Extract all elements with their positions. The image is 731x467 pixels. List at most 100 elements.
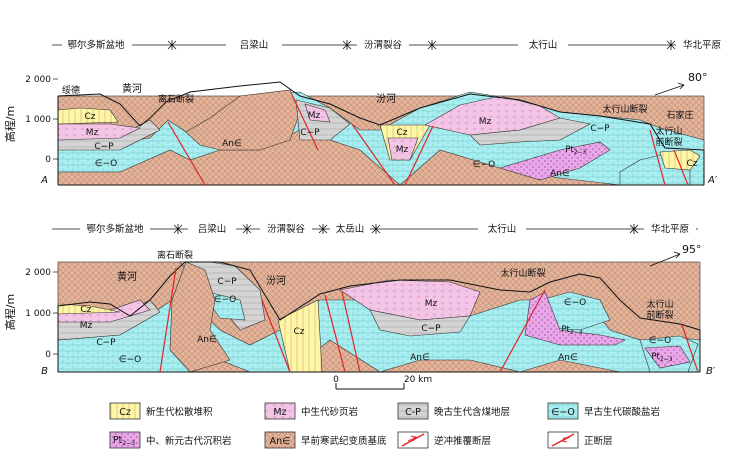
unit-label: Cz xyxy=(396,128,407,138)
region-label: 汾渭裂谷 xyxy=(364,39,403,51)
legend-symbol: An∈ xyxy=(270,436,291,447)
thrust-fault-symbol xyxy=(401,433,425,447)
unit-label: ∈−O xyxy=(119,355,141,365)
legend-text: 早前寒武纪变质基底 xyxy=(301,435,387,447)
north-arrow xyxy=(649,251,681,267)
unit-label: Cz xyxy=(84,112,95,122)
place-label: 黄河 xyxy=(117,270,137,283)
unit-label: C−P xyxy=(300,128,320,138)
legend-item-cz: Cz 新生代松散堆积 xyxy=(109,402,213,420)
unit-label: Mz xyxy=(80,321,93,331)
legend-item-eo: ∈−O 早古生代碳酸盐岩 xyxy=(547,402,660,420)
legend-text: 新生代松散堆积 xyxy=(146,406,213,418)
legend-item-an: An∈ 早前寒武纪变质基底 xyxy=(264,431,387,449)
unit-label: ∈−O xyxy=(95,159,117,169)
section-end-label: A′ xyxy=(707,175,718,186)
axis-title: 高程/m xyxy=(3,294,17,330)
legend-text: 中生代砂页岩 xyxy=(301,406,358,418)
tick-label: 2 000 xyxy=(25,268,51,278)
legend-text: 早古生代碳酸盐岩 xyxy=(584,406,660,418)
region-label: 鄂尔多斯盆地 xyxy=(67,39,125,51)
region-label: 华北平原 xyxy=(651,223,689,235)
section-b-region-strip: 鄂尔多斯盆地 吕梁山 汾渭裂谷 太岳山 太行山 华北平原 xyxy=(52,221,698,235)
tick-label: 0 xyxy=(45,350,51,360)
place-label: 绥德 xyxy=(62,84,80,96)
unit-label: Cz xyxy=(80,305,91,315)
region-label: 吕梁山 xyxy=(198,223,227,235)
legend-item-cp: C-P 晚古生代含煤地层 xyxy=(397,402,510,420)
unit-label: Mz xyxy=(396,145,409,155)
place-label: 太行山断裂 xyxy=(602,103,647,115)
place-label: 太行山 xyxy=(655,125,682,137)
unit-label: Pt2−3 xyxy=(651,352,672,363)
section-start-label: B xyxy=(41,366,48,377)
legend-item-normal-fault: 正断层 xyxy=(547,431,613,449)
unit-label: An∈ xyxy=(222,139,242,149)
place-label: 前断裂 xyxy=(655,136,682,148)
legend-symbol: ∈−O xyxy=(551,407,575,418)
unit-label: An∈ xyxy=(410,353,430,363)
scale-bar: 0 20 km xyxy=(333,375,432,390)
tick-label: 0 xyxy=(45,155,51,165)
section-a: 鄂尔多斯盆地 吕梁山 汾渭裂谷 太行山 华北平原 高程/m 2 000 1 00… xyxy=(3,37,728,186)
place-label: 离石断裂 xyxy=(158,93,194,105)
place-label: 石家庄 xyxy=(666,109,693,121)
region-label: 华北平原 xyxy=(683,39,721,51)
place-label: 黄河 xyxy=(122,82,142,95)
unit-label: ∈−O xyxy=(564,298,586,308)
region-label: 鄂尔多斯盆地 xyxy=(86,223,144,235)
section-angle-label: 80° xyxy=(688,71,708,84)
unit-label: An∈ xyxy=(558,353,578,363)
unit-label: Mz xyxy=(425,299,438,309)
legend-symbol: Pt2−3 xyxy=(113,435,135,447)
region-label: 吕梁山 xyxy=(240,39,269,51)
section-end-label: B′ xyxy=(706,366,716,377)
unit-label: C−P xyxy=(94,142,114,152)
unit-label: Pt2−3 xyxy=(561,325,582,336)
unit-label: ∈−O xyxy=(214,295,236,305)
unit-label: Pt2−3 xyxy=(565,145,586,156)
section-a-elevation-axis: 高程/m 2 000 1 000 0 xyxy=(3,75,58,165)
unit-label: C−P xyxy=(590,124,610,134)
region-label: 太行山 xyxy=(529,39,558,51)
axis-title: 高程/m xyxy=(3,106,17,142)
place-label: 太行山 xyxy=(646,298,673,310)
legend-text: 晚古生代含煤地层 xyxy=(434,406,510,418)
section-b-elevation-axis: 高程/m 2 000 1 000 0 xyxy=(3,268,58,360)
place-label: 太行山断裂 xyxy=(500,267,545,279)
section-b: 鄂尔多斯盆地 吕梁山 汾渭裂谷 太岳山 太行山 华北平原 高程/m 2 000 … xyxy=(3,221,716,377)
legend-symbol: Cz xyxy=(119,407,131,418)
tick-label: 1 000 xyxy=(25,115,51,125)
section-start-label: A xyxy=(40,175,48,186)
place-label: 离石断裂 xyxy=(157,249,193,261)
unit-label: Mz xyxy=(308,111,321,121)
unit-label: C−P xyxy=(217,277,237,287)
unit-label: An∈ xyxy=(197,335,217,345)
section-a-geology xyxy=(57,81,705,186)
legend: Cz 新生代松散堆积 Mz 中生代砂页岩 C-P 晚古生代含煤地层 ∈−O 早古… xyxy=(109,402,660,449)
unit-label: Cz xyxy=(293,327,304,337)
place-label: 前断裂 xyxy=(646,309,673,321)
unit-label: Cz xyxy=(686,159,697,169)
unit-label: An∈ xyxy=(550,169,570,179)
section-a-labels: 绥德 黄河 离石断裂 汾河 太行山断裂 石家庄 太行山 前断裂 Cz Mz C−… xyxy=(40,71,718,186)
region-label: 汾渭裂谷 xyxy=(267,223,306,235)
place-label: 汾河 xyxy=(376,93,396,105)
section-b-geology xyxy=(57,261,701,373)
tick-label: 2 000 xyxy=(25,75,51,85)
unit-label: ∈−O xyxy=(649,336,671,346)
scale-bar-start: 0 xyxy=(333,375,339,385)
legend-symbol: C-P xyxy=(405,407,421,418)
legend-item-pt: Pt2−3 中、新元古代沉积岩 xyxy=(109,431,232,449)
section-a-region-strip: 鄂尔多斯盆地 吕梁山 汾渭裂谷 太行山 华北平原 xyxy=(52,37,728,51)
section-b-labels: 黄河 离石断裂 汾河 太行山断裂 太行山 前断裂 Cz Mz C−P ∈−O C… xyxy=(41,243,716,377)
region-label: 太岳山 xyxy=(336,223,365,235)
legend-text: 中、新元古代沉积岩 xyxy=(146,435,232,447)
section-angle-label: 95° xyxy=(682,243,702,256)
north-arrow xyxy=(654,82,685,96)
section-b-faults xyxy=(159,267,699,373)
unit-label: C−P xyxy=(421,324,441,334)
legend-text: 逆冲推覆断层 xyxy=(434,435,491,447)
